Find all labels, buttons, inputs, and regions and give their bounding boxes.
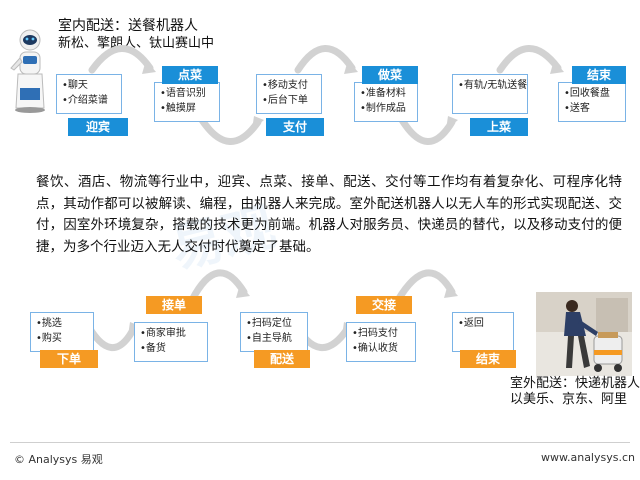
description-paragraph: 餐饮、酒店、物流等行业中，迎宾、点菜、接单、配送、交付等工作均有着复杂化、可程序… — [36, 174, 622, 255]
outdoor-subtitle: 以美乐、京东、阿里 — [510, 392, 628, 407]
outdoor-step-3-tag: 配送 — [254, 350, 310, 368]
outdoor-step-4-tag: 交接 — [356, 296, 412, 314]
indoor-step-6-item-1: •回收餐盘 — [564, 88, 610, 99]
indoor-step-1-box: •聊天 •介绍菜谱 — [56, 74, 122, 114]
indoor-step-3-item-1: •移动支付 — [262, 80, 308, 91]
outdoor-step-3-item-1: •扫码定位 — [246, 318, 292, 329]
outdoor-step-2-tag: 接单 — [146, 296, 202, 314]
indoor-step-2-item-2: •触摸屏 — [160, 103, 196, 114]
indoor-step-4-box: •准备材料 •制作成品 — [354, 82, 418, 122]
indoor-step-3-item-2: •后台下单 — [262, 95, 308, 106]
indoor-step-4-tag: 做菜 — [362, 66, 418, 84]
indoor-step-1-item-2: •介绍菜谱 — [62, 95, 108, 106]
indoor-step-6-item-2: •送客 — [564, 103, 590, 114]
outdoor-title: 室外配送：快递机器人 — [510, 376, 640, 391]
outdoor-step-3-box: •扫码定位 •自主导航 — [240, 312, 308, 352]
indoor-step-2-box: •语音识别 •触摸屏 — [154, 82, 220, 122]
indoor-step-5-box: •有轨/无轨送餐 — [452, 74, 528, 114]
indoor-title: 室内配送：送餐机器人 — [58, 18, 198, 34]
outdoor-step-1-item-2: •购买 — [36, 333, 62, 344]
outdoor-step-3-item-2: •自主导航 — [246, 333, 292, 344]
indoor-step-3-box: •移动支付 •后台下单 — [256, 74, 322, 114]
outdoor-step-1-box: •挑选 •购买 — [30, 312, 94, 352]
footer-url: www.analysys.cn — [541, 451, 635, 464]
indoor-step-2-item-1: •语音识别 — [160, 88, 206, 99]
outdoor-step-5-box: •返回 — [452, 312, 514, 352]
outdoor-step-2-box: •商家审批 •备货 — [134, 322, 208, 362]
indoor-step-6-tag: 结束 — [572, 66, 626, 84]
delivery-robot-photo — [536, 292, 632, 376]
indoor-subtitle: 新松、擎朗人、钛山赛山中 — [58, 36, 215, 51]
indoor-step-3-tag: 支付 — [266, 118, 324, 136]
indoor-step-1-tag: 迎宾 — [68, 118, 128, 136]
indoor-step-4-item-1: •准备材料 — [360, 88, 406, 99]
indoor-step-5-item-1: •有轨/无轨送餐 — [458, 80, 528, 91]
service-robot-image — [10, 29, 45, 113]
outdoor-step-1-tag: 下单 — [40, 350, 98, 368]
indoor-step-6-box: •回收餐盘 •送客 — [558, 82, 626, 122]
outdoor-step-4-item-1: •扫码支付 — [352, 328, 398, 339]
indoor-step-1-item-1: •聊天 — [62, 80, 88, 91]
outdoor-step-2-item-1: •商家审批 — [140, 328, 186, 339]
indoor-step-2-tag: 点菜 — [162, 66, 218, 84]
outdoor-step-5-item-1: •返回 — [458, 318, 484, 329]
footer-divider — [10, 442, 630, 443]
indoor-step-4-item-2: •制作成品 — [360, 103, 406, 114]
outdoor-step-1-item-1: •挑选 — [36, 318, 62, 329]
outdoor-step-4-box: •扫码支付 •确认收货 — [346, 322, 416, 362]
outdoor-step-2-item-2: •备货 — [140, 343, 166, 354]
indoor-step-5-tag: 上菜 — [470, 118, 528, 136]
outdoor-step-5-tag: 结束 — [460, 350, 516, 368]
outdoor-step-4-item-2: •确认收货 — [352, 343, 398, 354]
footer-brand: © Analysys 易观 — [14, 453, 103, 466]
